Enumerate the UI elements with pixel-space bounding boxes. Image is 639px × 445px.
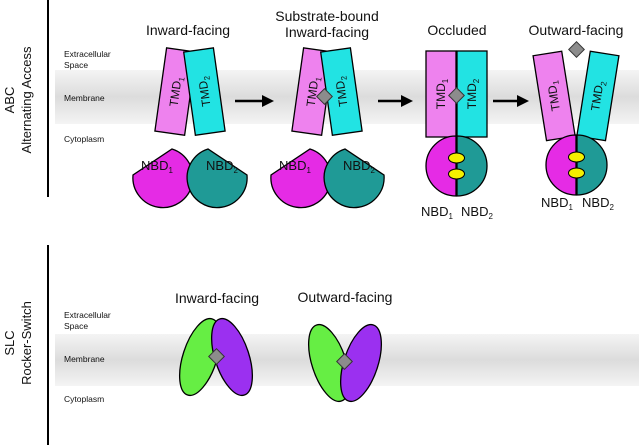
state-4-atp-1 xyxy=(568,151,585,163)
state-4-title: Outward-facing xyxy=(529,22,624,38)
state-1-tmd1-label: TMD1 xyxy=(167,75,187,108)
svg-text:TMD2: TMD2 xyxy=(588,79,609,112)
state-3-substrate xyxy=(448,87,465,104)
abc-panel: ABC Alternating Access Extracellular Spa… xyxy=(2,0,639,221)
slc-zone-space: Space xyxy=(64,321,88,331)
slc-zone-cytoplasm: Cytoplasm xyxy=(64,394,104,404)
state-4-nbd1-label: NBD1 xyxy=(541,195,573,212)
state-3-nbd1-label: NBD1 xyxy=(421,204,453,221)
svg-text:NBD2: NBD2 xyxy=(343,158,375,175)
state-2-nbd1 xyxy=(270,148,332,209)
state-3-nbd1 xyxy=(425,135,457,197)
slc-inward-substrate xyxy=(208,348,225,365)
state-3-nbd2-label: NBD2 xyxy=(461,204,493,221)
slc-zone-membrane: Membrane xyxy=(64,354,105,364)
abc-zone-cytoplasm: Cytoplasm xyxy=(64,134,104,144)
abc-zone-space: Space xyxy=(64,60,88,70)
slc-side-sublabel: Rocker-Switch xyxy=(19,301,34,385)
state-2-transporter: TMD1 TMD2 NBD1 NBD2 xyxy=(270,47,385,209)
abc-arrow-2 xyxy=(378,95,413,107)
state-3-title: Occluded xyxy=(427,22,486,38)
svg-text:TMD1: TMD1 xyxy=(434,78,450,109)
abc-side-label: ABC xyxy=(2,87,17,114)
state-3-nbd2 xyxy=(456,135,488,197)
svg-text:TMD1: TMD1 xyxy=(544,79,565,112)
slc-state-1-title: Inward-facing xyxy=(175,290,259,306)
slc-side-label: SLC xyxy=(2,330,17,355)
svg-text:TMD1: TMD1 xyxy=(304,75,324,108)
svg-text:NBD1: NBD1 xyxy=(279,158,311,175)
state-4-tmd1: TMD1 xyxy=(532,50,576,142)
state-4-substrate xyxy=(568,41,585,58)
state-1-title: Inward-facing xyxy=(146,22,230,38)
state-3-atp-1 xyxy=(448,152,465,164)
state-4-nbd1 xyxy=(545,134,577,196)
state-2-title: Substrate-bound xyxy=(275,8,379,24)
state-2-substrate xyxy=(316,88,333,105)
abc-side-sublabel: Alternating Access xyxy=(19,46,34,153)
state-2-nbd2 xyxy=(323,148,385,209)
state-4-atp-2 xyxy=(568,167,585,179)
svg-text:NBD2: NBD2 xyxy=(206,158,238,175)
svg-text:NBD1: NBD1 xyxy=(141,158,173,175)
state-1-transporter: TMD1 TMD2 NBD1 NBD2 xyxy=(132,47,248,209)
state-1-nbd2 xyxy=(186,148,248,209)
abc-zone-membrane: Membrane xyxy=(64,93,105,103)
state-1-tmd2: TMD2 xyxy=(182,47,226,136)
state-2-subtitle: Inward-facing xyxy=(285,24,369,40)
state-1-tmd2-label: TMD2 xyxy=(195,75,215,108)
state-4-tmd2: TMD2 xyxy=(576,50,620,142)
svg-text:TMD2: TMD2 xyxy=(465,78,481,109)
state-3-transporter: TMD1 TMD2 NBD1 NBD2 xyxy=(421,50,494,221)
state-4-transporter: TMD1 TMD2 NBD1 NBD2 xyxy=(532,41,620,212)
state-3-atp-2 xyxy=(448,168,465,180)
slc-inward-transporter xyxy=(178,317,254,397)
slc-panel: SLC Rocker-Switch Extracellular Space Me… xyxy=(2,245,639,445)
state-4-nbd2 xyxy=(576,134,608,196)
svg-text:TMD2: TMD2 xyxy=(332,75,352,108)
slc-outward-transporter xyxy=(307,323,383,403)
slc-outward-substrate xyxy=(336,353,353,370)
abc-zone-extracellular: Extracellular xyxy=(64,49,111,59)
abc-arrow-3 xyxy=(493,95,529,107)
abc-arrow-1 xyxy=(235,95,274,107)
slc-zone-extracellular: Extracellular xyxy=(64,310,111,320)
slc-state-2-title: Outward-facing xyxy=(298,289,393,305)
state-4-nbd2-label: NBD2 xyxy=(582,195,614,212)
